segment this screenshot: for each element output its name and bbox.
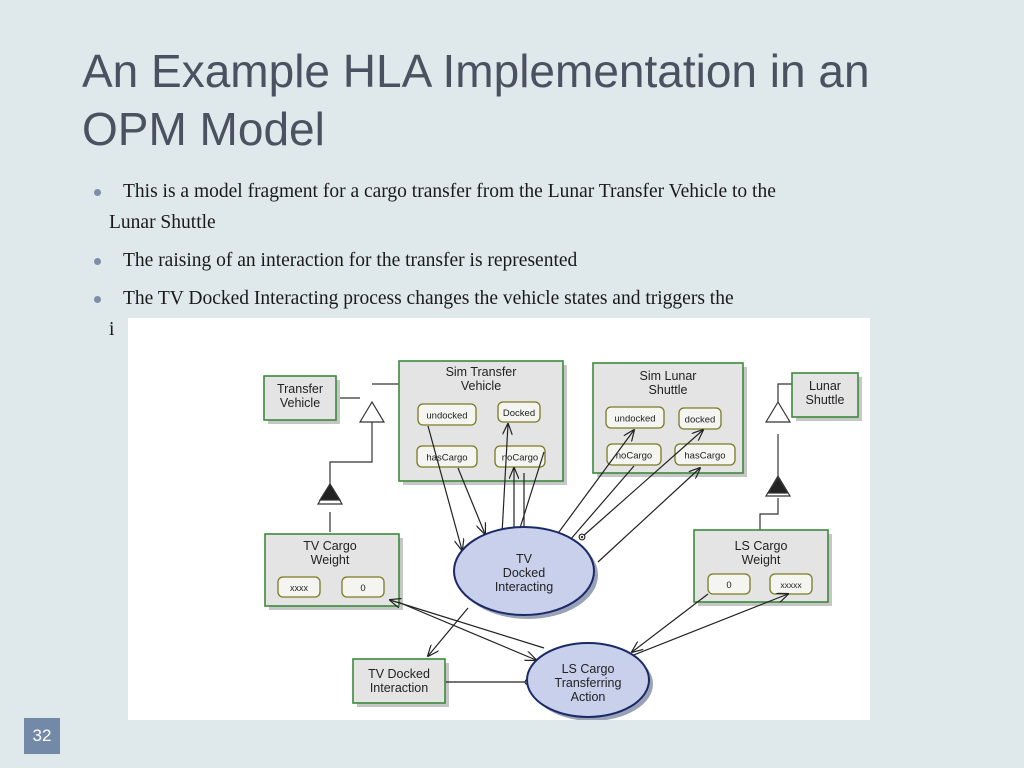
diagram-label: 0	[360, 583, 365, 594]
state-docked: Docked	[497, 401, 541, 423]
diagram-label: hasCargo	[684, 451, 725, 462]
generalization-triangle-inner-icon	[766, 476, 790, 494]
diagram-label: Action	[571, 690, 606, 704]
diagram-label: Weight	[311, 553, 350, 567]
object-label-line-1: Transfer	[277, 382, 323, 396]
diagram-label: noCargo	[616, 451, 652, 462]
diagram-label: TV Docked	[368, 667, 430, 681]
object-sim-transfer-vehicle: Sim Transfer Vehicle undocked Docked has…	[398, 360, 567, 485]
state-xxxx: xxxx	[277, 576, 321, 598]
diagram-label: LS Cargo	[562, 662, 615, 676]
diagram-label: Lunar	[809, 379, 841, 393]
state-xxxxx: xxxxx	[769, 573, 813, 595]
bullet-list: This is a model fragment for a cargo tra…	[92, 176, 932, 352]
state-undocked: undocked	[605, 406, 665, 429]
object-tv-cargo-weight: TV Cargo Weight xxxx 0	[264, 533, 403, 610]
diagram-label: 0	[726, 580, 731, 591]
diagram-label: Sim Transfer	[446, 365, 517, 379]
object-tv-docked-interaction: TV Docked Interaction	[352, 658, 449, 707]
diagram-label: xxxx	[290, 583, 309, 593]
bullet-text-line-2: i	[109, 319, 115, 340]
bullet-dot-icon	[94, 189, 101, 196]
bullet-text-line-1: The TV Docked Interacting process change…	[123, 288, 734, 309]
diagram-label: TV Cargo	[303, 539, 357, 553]
state-nocargo: noCargo	[606, 443, 662, 466]
diagram-label: noCargo	[502, 453, 538, 464]
process-ls-cargo-transferring: LS Cargo Transferring Action	[526, 642, 653, 720]
slide-title-line-1: An Example HLA Implementation in an	[82, 45, 870, 97]
diagram-label: Weight	[742, 553, 781, 567]
generalization-triangle-inner-icon	[318, 482, 342, 501]
diagram-label: xxxxx	[780, 580, 802, 590]
generalization-triangle-icon	[358, 400, 386, 423]
diagram-label: undocked	[614, 414, 655, 425]
object-label-line-2: Vehicle	[280, 396, 320, 410]
object-lunar-shuttle: Lunar Shuttle	[791, 372, 862, 421]
diagram-label: Docked	[503, 566, 545, 580]
diagram-label: Interacting	[495, 580, 553, 594]
object-ls-cargo-weight: LS Cargo Weight 0 xxxxx	[693, 529, 832, 606]
generalization-triangle-icon	[764, 400, 792, 423]
state-undocked: undocked	[417, 403, 477, 426]
opm-diagram: Transfer Vehicle Sim Transfer Vehicle un…	[128, 318, 870, 720]
state-hascargo: hasCargo	[416, 445, 478, 468]
diagram-label: undocked	[426, 411, 467, 422]
slide-title-line-2: OPM Model	[82, 103, 325, 155]
diagram-label: docked	[685, 415, 716, 426]
generalization-triangles	[316, 400, 792, 505]
diagram-label: Sim Lunar	[640, 369, 697, 383]
bullet-item: The raising of an interaction for the tr…	[92, 245, 932, 276]
slide-title: An Example HLA Implementation in an OPM …	[82, 42, 982, 158]
diagram-label: Vehicle	[461, 379, 501, 393]
diagram-label: LS Cargo	[735, 539, 788, 553]
bullet-dot-icon	[94, 258, 101, 265]
procedural-links	[390, 424, 788, 686]
bullet-item: The TV Docked Interacting process change…	[92, 283, 932, 345]
bullet-text-line-1: The raising of an interaction for the tr…	[123, 250, 578, 271]
diagram-label: Shuttle	[806, 393, 845, 407]
bullet-text-line-2: Lunar Shuttle	[109, 212, 216, 233]
diagram-label: Docked	[503, 408, 535, 419]
diagram-label: hasCargo	[426, 453, 467, 464]
state-nocargo: noCargo	[494, 445, 546, 468]
diagram-label: Transferring	[555, 676, 622, 690]
diagram-label: Shuttle	[649, 383, 688, 397]
state-zero: 0	[707, 573, 751, 595]
bullet-dot-icon	[94, 296, 101, 303]
process-tv-docked-interacting: TV Docked Interacting	[453, 526, 598, 619]
page-number-badge: 32	[24, 718, 60, 754]
object-transfer-vehicle: Transfer Vehicle	[263, 375, 340, 424]
diagram-label: Interaction	[370, 681, 428, 695]
diagram-label: TV	[516, 552, 533, 566]
state-zero: 0	[341, 576, 385, 598]
state-docked: docked	[678, 407, 722, 430]
bullet-text-line-1: This is a model fragment for a cargo tra…	[123, 181, 776, 202]
bullet-item: This is a model fragment for a cargo tra…	[92, 176, 932, 238]
